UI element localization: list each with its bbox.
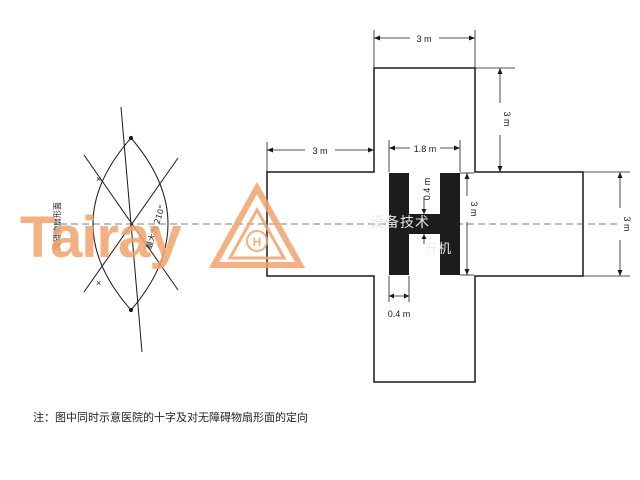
watermark-brand-text: Tairay xyxy=(20,205,181,270)
sector-node-top xyxy=(128,135,134,141)
dim-top-width: 3 m xyxy=(373,30,476,68)
watermark-logo-letter: H xyxy=(253,235,262,249)
dim-h-width: 1.8 m xyxy=(388,140,461,172)
dim-h-inner-label: 0.4 m xyxy=(422,178,432,201)
dim-left-arm: 3 m xyxy=(266,142,375,172)
sector-mark-top: × xyxy=(96,174,101,184)
sector-sketch xyxy=(83,106,179,353)
dim-h-inner: 0.4 m xyxy=(421,178,432,244)
tairay-watermark: Tairay H xyxy=(20,181,306,270)
dim-right-top-label: 3 m xyxy=(502,111,512,126)
sector-node-bottom xyxy=(128,307,134,313)
sector-lens-right xyxy=(130,137,169,311)
dim-h-width-label: 1.8 m xyxy=(414,144,437,154)
dim-h-height-label: 3 m xyxy=(469,201,479,216)
dim-right-arm: 3 m xyxy=(583,171,632,277)
watermark-text-b: 升机 xyxy=(425,242,452,257)
watermark-logo: H xyxy=(208,181,306,268)
sector-ray-2 xyxy=(83,154,179,291)
dim-left-arm-label: 3 m xyxy=(312,146,327,156)
dim-h-height: 3 m xyxy=(460,172,479,276)
dim-right-top: 3 m xyxy=(475,67,515,172)
dim-right-arm-label: 3 m xyxy=(622,216,632,231)
dim-top-width-label: 3 m xyxy=(416,34,431,44)
h-symbol xyxy=(389,173,460,275)
sector-lens-left xyxy=(92,137,132,311)
watermark-text-a: 设备技术 xyxy=(370,215,430,231)
sector-mark-bottom: × xyxy=(96,278,101,288)
footnote: 注：图中同时示意医院的十字及对无障碍物扇形面的定向 xyxy=(33,411,308,424)
sector-ray-3 xyxy=(83,157,179,293)
dim-h-stroke: 0.4 m xyxy=(388,276,411,319)
sector-label-a: 障碍物扇形面 xyxy=(52,202,62,250)
sector-ray-1 xyxy=(120,106,143,353)
dim-h-stroke-label: 0.4 m xyxy=(388,309,411,319)
